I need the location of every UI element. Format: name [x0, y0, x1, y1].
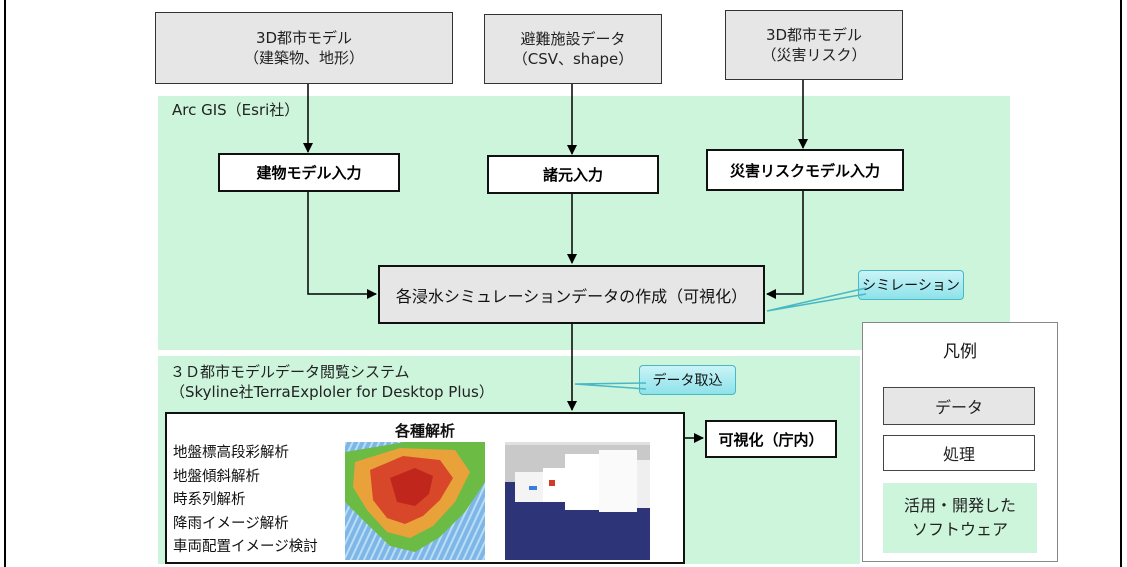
- analysis-item: 車両配置イメージ検討: [173, 539, 318, 555]
- data-import-callout: データ取込: [639, 365, 736, 395]
- frame-left-border: [4, 0, 6, 567]
- analysis-item: 降雨イメージ解析: [173, 515, 289, 532]
- viewer-label: ３Ｄ都市モデルデータ閲覧システム （Skyline社TerraExploler …: [170, 363, 494, 401]
- arcgis-label: Arc GIS（Esri社）: [172, 101, 300, 119]
- frame-right-border: [1120, 0, 1122, 567]
- analysis-item: 時系列解析: [173, 492, 246, 508]
- terrain-elevation-thumbnail: [345, 442, 485, 560]
- simulation-creation-box: 各浸水シミュレーションデータの作成（可視化）: [378, 265, 765, 324]
- process-building-model-input: 建物モデル入力: [218, 153, 400, 192]
- process-spec-input: 諸元入力: [487, 155, 659, 194]
- legend-title: 凡例: [943, 342, 977, 362]
- input-3d-city-model-building: 3D都市モデル （建築物、地形）: [155, 12, 453, 84]
- legend-process-swatch: 処理: [883, 435, 1035, 471]
- process-disaster-risk-model-input: 災害リスクモデル入力: [706, 149, 904, 191]
- building-simulation-thumbnail: [505, 442, 650, 560]
- legend-software-swatch: 活用・開発した ソフトウェア: [883, 483, 1037, 553]
- output-visualization-box: 可視化（庁内）: [705, 420, 837, 458]
- analysis-item: 地盤傾斜解析: [173, 468, 260, 485]
- simulation-callout: シミレーション: [858, 270, 964, 300]
- analysis-title: 各種解析: [394, 422, 455, 440]
- analysis-item: 地盤標高段彩解析: [173, 445, 289, 461]
- analysis-box: 各種解析 地盤標高段彩解析 地盤傾斜解析 時系列解析 降雨イメージ解析 車両配置…: [165, 412, 685, 564]
- input-evacuation-facility-data: 避難施設データ （CSV、shape）: [484, 14, 662, 84]
- legend: 凡例 データ 処理 活用・開発した ソフトウェア: [862, 322, 1058, 562]
- analysis-list: 地盤標高段彩解析 地盤傾斜解析 時系列解析 降雨イメージ解析 車両配置イメージ検…: [173, 442, 318, 560]
- legend-data-swatch: データ: [883, 387, 1035, 425]
- input-3d-city-model-disaster-risk: 3D都市モデル （災害リスク）: [725, 10, 903, 80]
